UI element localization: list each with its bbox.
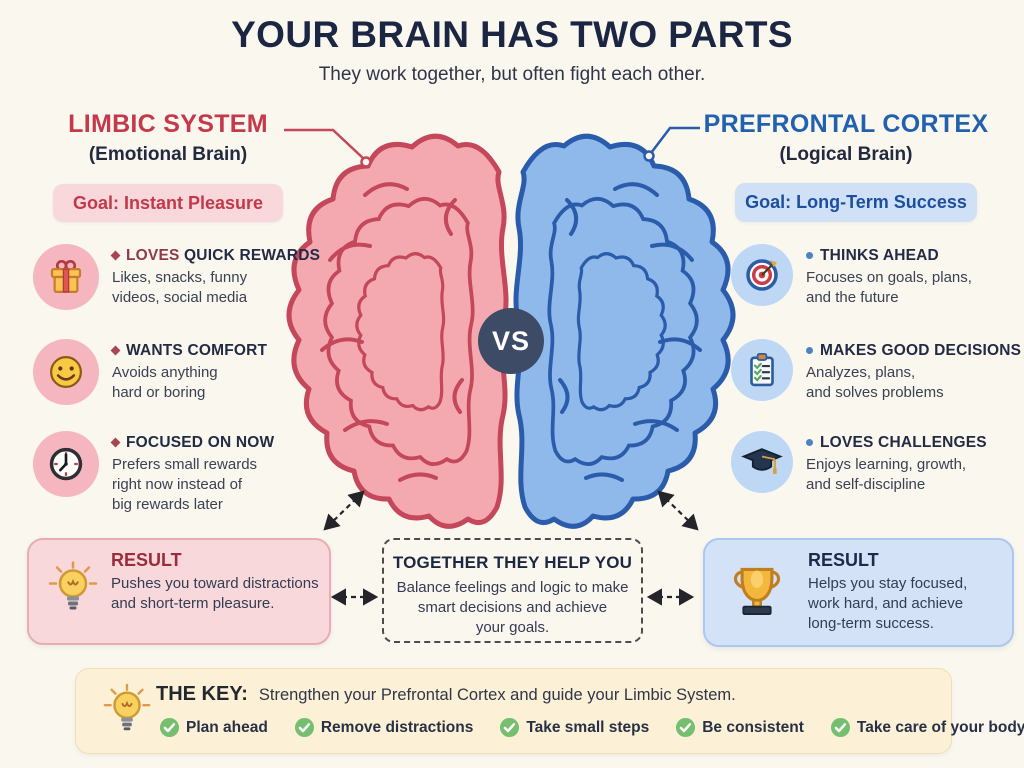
list-item: WANTS COMFORT Avoids anything hard or bo… [33, 339, 292, 405]
cortex-result-box: RESULT Helps you stay focused, work hard… [703, 538, 1014, 647]
brain-right-hemisphere [516, 136, 733, 526]
cortex-header: PREFRONTAL CORTEX (Logical Brain) [700, 110, 992, 166]
page-title: YOUR BRAIN HAS TWO PARTS [231, 14, 793, 55]
check-icon [159, 717, 180, 738]
leader-line-left [284, 128, 372, 168]
item-desc: Analyzes, plans, and solves problems [806, 364, 944, 401]
result-heading: RESULT [111, 550, 182, 570]
item-desc: Enjoys learning, growth, and self-discip… [806, 456, 967, 493]
item-desc: Avoids anything hard or boring [112, 364, 218, 401]
key-item: Remove distractions [294, 717, 473, 738]
check-icon [500, 717, 520, 738]
limbic-title: LIMBIC SYSTEM [68, 110, 268, 138]
leader-line-right [643, 126, 700, 162]
bullet-icon [110, 437, 121, 448]
list-item: LOVES QUICK REWARDS Likes, snacks, funny… [33, 244, 320, 310]
together-desc: Balance feelings and logic to make smart… [396, 579, 629, 636]
item-heading: LOVES CHALLENGES [806, 434, 1011, 452]
key-item: Take small steps [499, 717, 649, 738]
list-item: MAKES GOOD DECISIONS Analyzes, plans, an… [731, 339, 1021, 403]
check-icon [830, 717, 850, 738]
bullet-icon [110, 250, 121, 261]
bullet-icon [806, 439, 813, 446]
lightbulb-icon [103, 683, 151, 731]
key-desc: Strengthen your Prefrontal Cortex and gu… [258, 686, 736, 704]
gift-icon [50, 259, 82, 293]
key-label: THE KEY: [156, 683, 248, 705]
limbic-subtitle: (Emotional Brain) [88, 144, 248, 165]
bullet-icon [110, 345, 121, 356]
page-subtitle: They work together, but often fight each… [318, 64, 706, 85]
cortex-goal-pill: Goal: Long-Term Success [735, 183, 977, 222]
item-heading: FOCUSED ON NOW [110, 434, 292, 452]
item-heading: LOVES QUICK REWARDS [110, 247, 320, 265]
target-icon [746, 259, 778, 291]
result-heading: RESULT [808, 550, 879, 570]
graduation-cap-icon [741, 448, 783, 474]
item-heading: THINKS AHEAD [806, 247, 1011, 265]
limbic-result-box: RESULT Pushes you toward distractions an… [27, 538, 331, 645]
list-item: THINKS AHEAD Focuses on goals, plans, an… [731, 244, 1011, 308]
list-item: FOCUSED ON NOW Prefers small rewards rig… [33, 431, 292, 515]
check-icon [294, 717, 314, 738]
vs-badge: VS [478, 308, 544, 374]
bullet-icon [806, 252, 813, 259]
lightbulb-icon [48, 560, 98, 609]
cortex-subtitle: (Logical Brain) [779, 144, 913, 165]
bullet-icon [806, 347, 813, 354]
cortex-title: PREFRONTAL CORTEX [703, 110, 989, 138]
item-desc: Focuses on goals, plans, and the future [806, 269, 972, 306]
limbic-goal-pill: Goal: Instant Pleasure [53, 184, 283, 222]
clock-icon [49, 447, 83, 481]
clipboard-icon [750, 352, 774, 387]
together-box: TOGETHER THEY HELP YOU Balance feelings … [382, 538, 643, 643]
brain-left-hemisphere [289, 136, 506, 526]
item-desc: Prefers small rewards right now instead … [112, 456, 258, 513]
check-icon [676, 717, 696, 738]
list-item: LOVES CHALLENGES Enjoys learning, growth… [731, 431, 1011, 495]
together-title: TOGETHER THEY HELP YOU [392, 553, 633, 572]
key-item: Take care of your body [830, 717, 1024, 738]
item-heading: WANTS COMFORT [110, 342, 292, 360]
trophy-icon [733, 567, 781, 615]
key-bar: THE KEY: Strengthen your Prefrontal Cort… [75, 668, 1024, 754]
result-desc: Helps you stay focused, work hard, and a… [808, 575, 968, 632]
smiley-icon [50, 356, 82, 388]
item-desc: Likes, snacks, funny videos, social medi… [112, 269, 248, 306]
result-desc: Pushes you toward distractions and short… [111, 575, 319, 612]
limbic-header: LIMBIC SYSTEM (Emotional Brain) [40, 110, 296, 166]
key-item: Be consistent [675, 717, 804, 738]
item-heading: MAKES GOOD DECISIONS [806, 342, 1021, 360]
key-item: Plan ahead [159, 717, 268, 738]
